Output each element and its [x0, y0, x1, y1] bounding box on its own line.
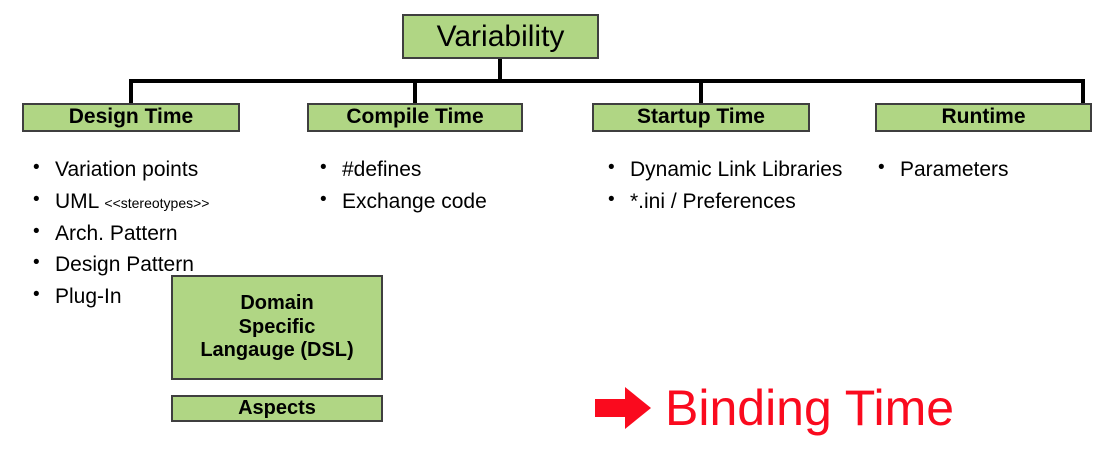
connector-root-stem: [498, 59, 502, 82]
node-runtime: Runtime: [875, 103, 1092, 132]
bullet-dot-icon: •: [320, 157, 327, 178]
bullet-dot-icon: •: [320, 188, 327, 210]
list-item-label: *.ini / Preferences: [630, 189, 796, 213]
node-dsl-line3: Langauge (DSL): [200, 339, 354, 362]
list-item: • Arch. Pattern: [33, 219, 293, 249]
list-item-label: Dynamic Link Libraries: [630, 158, 843, 181]
list-item-label: Plug-In: [55, 285, 122, 309]
node-design-time: Design Time: [22, 103, 240, 132]
bullet-list-startup-time: • Dynamic Link Libraries • *.ini / Prefe…: [608, 155, 858, 219]
callout-binding-time: Binding Time: [595, 383, 954, 433]
list-item: • Plug-In: [33, 282, 293, 312]
list-item-label: Parameters: [900, 158, 1009, 181]
connector-drop-runtime: [1081, 79, 1085, 104]
bullet-dot-icon: •: [33, 284, 40, 306]
list-item-label: Arch. Pattern: [55, 221, 178, 245]
connector-drop-startup-time: [699, 79, 703, 104]
list-item: • *.ini / Preferences: [608, 187, 858, 217]
node-dsl-line1: Domain: [240, 292, 314, 315]
node-variability: Variability: [402, 14, 599, 59]
list-item: • Parameters: [878, 155, 1098, 185]
list-item-label: Exchange code: [342, 189, 487, 213]
list-item: • Design Pattern: [33, 250, 293, 280]
bullet-dot-icon: •: [33, 252, 40, 274]
connector-drop-design-time: [129, 79, 133, 104]
list-item: • Dynamic Link Libraries: [608, 155, 858, 185]
node-dsl-text: Domain Specific Langauge (DSL): [200, 292, 353, 363]
bullet-dot-icon: •: [878, 157, 885, 178]
list-item-label: UML <<stereotypes>>: [55, 189, 210, 213]
bullet-dot-icon: •: [33, 220, 40, 242]
list-item-label: #defines: [342, 158, 422, 181]
bullet-dot-icon: •: [608, 188, 615, 210]
list-item: • #defines: [320, 155, 550, 185]
right-arrow-icon: [595, 387, 651, 429]
callout-binding-time-label: Binding Time: [665, 380, 955, 436]
connector-drop-compile-time: [413, 79, 417, 104]
node-compile-time: Compile Time: [307, 103, 523, 132]
list-item-stereotype: <<stereotypes>>: [104, 194, 210, 211]
list-item: • UML <<stereotypes>>: [33, 187, 293, 217]
list-item-label: Variation points: [55, 158, 199, 181]
node-startup-time: Startup Time: [592, 103, 810, 132]
bullet-list-runtime: • Parameters: [878, 155, 1098, 187]
bullet-list-compile-time: • #defines • Exchange code: [320, 155, 550, 219]
bullet-list-design-time: • Variation points • UML <<stereotypes>>…: [33, 155, 293, 314]
bullet-dot-icon: •: [33, 188, 40, 210]
list-item-label: Design Pattern: [55, 253, 194, 277]
node-dsl-line2: Specific: [238, 315, 316, 338]
list-item: • Exchange code: [320, 187, 550, 217]
bullet-dot-icon: •: [33, 157, 40, 178]
connector-horizontal-bus: [129, 79, 1085, 83]
bullet-dot-icon: •: [608, 157, 615, 178]
node-domain-specific-language: Domain Specific Langauge (DSL): [171, 275, 383, 380]
node-aspects: Aspects: [171, 395, 383, 422]
list-item: • Variation points: [33, 155, 293, 185]
